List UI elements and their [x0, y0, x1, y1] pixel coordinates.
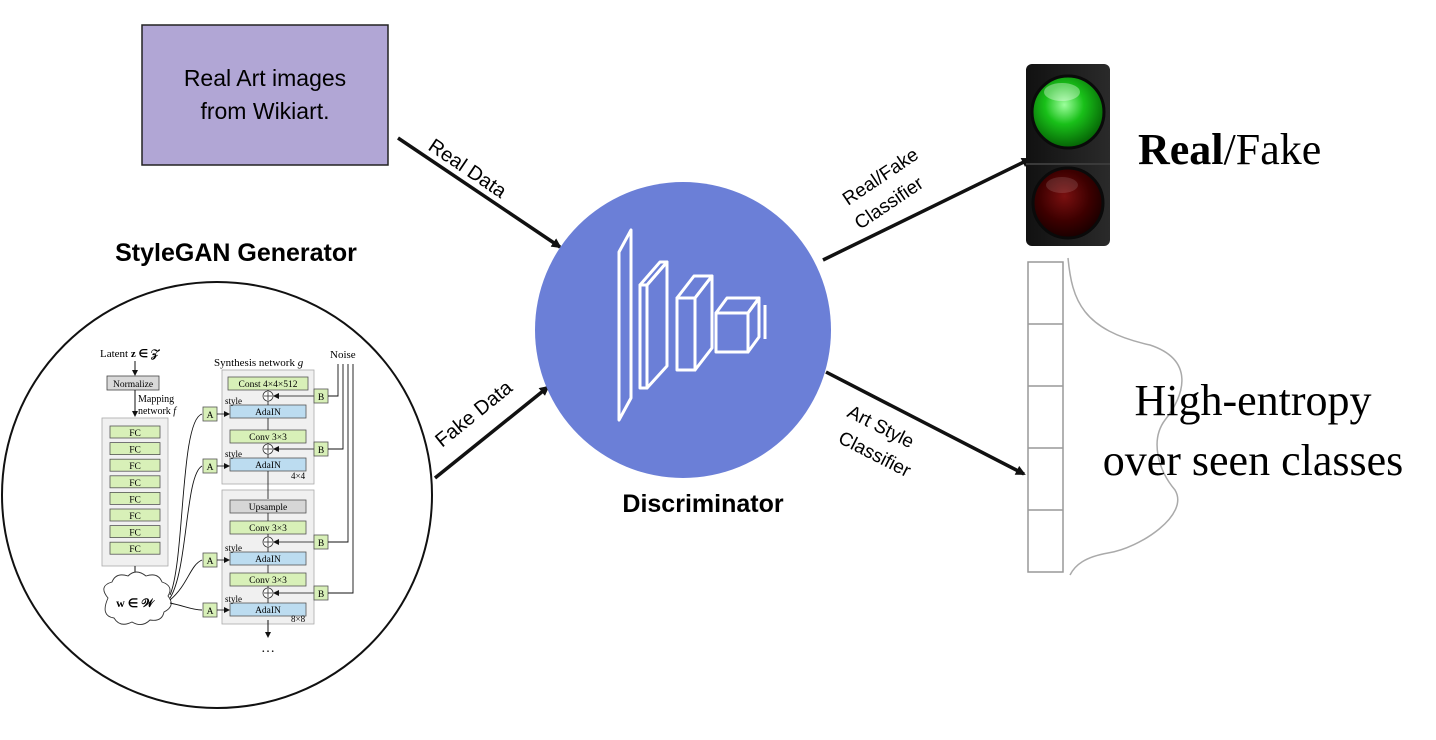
entropy-line1: High-entropy: [1134, 376, 1371, 425]
fc-label: FC: [129, 545, 141, 555]
adain-label: AdaIN: [255, 461, 281, 471]
fake-data-arrow: [433, 385, 550, 480]
stylegan-architecture: Latent z ∈ 𝒵 Normalize Mapping network f…: [100, 348, 356, 656]
mapping-line1: Mapping: [138, 394, 174, 405]
conv-label: Conv 3×3: [249, 524, 287, 534]
green-light: [1030, 74, 1106, 150]
real-fake-arrow: [822, 157, 1032, 262]
style-label: style: [225, 396, 242, 406]
fc-label: FC: [129, 462, 141, 472]
fc-block: [109, 475, 161, 489]
conv-label: Conv 3×3: [249, 576, 287, 586]
fc-label: FC: [129, 446, 141, 456]
fc-stack: FC FC FC FC FC FC FC FC: [109, 425, 161, 555]
discriminator-circle: [535, 182, 831, 478]
art-style-arrow: [825, 370, 1026, 476]
class-distribution: [1027, 257, 1183, 576]
real-art-box: Real Art images from Wikiart.: [141, 24, 389, 166]
generator-title: StyleGAN Generator: [115, 239, 357, 267]
res-8x8: 8×8: [291, 614, 306, 624]
adain-label: AdaIN: [255, 606, 281, 616]
cnn-layers-icon: [617, 228, 767, 422]
fc-block: [109, 541, 161, 555]
a-label: A: [207, 557, 214, 567]
a-label: A: [207, 463, 214, 473]
real-fake-output: Real/Fake: [1138, 125, 1321, 174]
fc-block: [109, 458, 161, 472]
style-label: style: [225, 594, 242, 604]
distribution-curve: [1067, 257, 1183, 576]
class-vector: [1027, 261, 1064, 573]
w-label: w ∈ 𝒲: [116, 596, 155, 610]
generator-circle: [1, 281, 433, 709]
fc-block: [109, 442, 161, 456]
upsample-label: Upsample: [249, 503, 288, 513]
adain-label: AdaIN: [255, 408, 281, 418]
synthesis-label: Synthesis network g: [214, 357, 304, 369]
ellipsis: …: [261, 641, 275, 656]
fake-data-label: Fake Data: [431, 376, 517, 452]
fc-block: [109, 525, 161, 538]
style-label: style: [225, 449, 242, 459]
b-label: B: [318, 590, 324, 600]
b-label: B: [318, 446, 324, 456]
res-4x4: 4×4: [291, 471, 306, 481]
fc-label: FC: [129, 529, 141, 539]
discriminator: Discriminator: [535, 182, 831, 518]
latent-label: Latent z ∈ 𝒵: [100, 348, 161, 361]
red-light: [1031, 166, 1105, 240]
b-label: B: [318, 393, 324, 403]
discriminator-label: Discriminator: [622, 490, 783, 518]
style-label: style: [225, 543, 242, 553]
noise-label: Noise: [330, 349, 356, 361]
fc-block: [109, 491, 161, 505]
fc-block: [109, 508, 161, 522]
const-label: Const 4×4×512: [238, 380, 297, 390]
mapping-line2: network f: [138, 406, 177, 417]
adain-label: AdaIN: [255, 555, 281, 565]
real-data-label: Real Data: [424, 135, 511, 203]
b-label: B: [318, 539, 324, 549]
entropy-line2: over seen classes: [1103, 436, 1404, 485]
fc-label: FC: [129, 512, 141, 522]
fc-label: FC: [129, 429, 141, 439]
fc-label: FC: [129, 495, 141, 505]
a-label: A: [207, 607, 214, 617]
real-art-line1: Real Art images: [184, 65, 346, 91]
a-label: A: [207, 411, 214, 421]
real-art-line2: from Wikiart.: [200, 98, 329, 124]
fc-label: FC: [129, 479, 141, 489]
real-data-arrow: [397, 136, 562, 249]
conv-label: Conv 3×3: [249, 433, 287, 443]
normalize-block: [106, 375, 160, 391]
normalize-label: Normalize: [113, 380, 153, 390]
traffic-light-icon: [1026, 64, 1110, 246]
w-cloud: [103, 571, 172, 625]
fc-block: [109, 425, 161, 439]
